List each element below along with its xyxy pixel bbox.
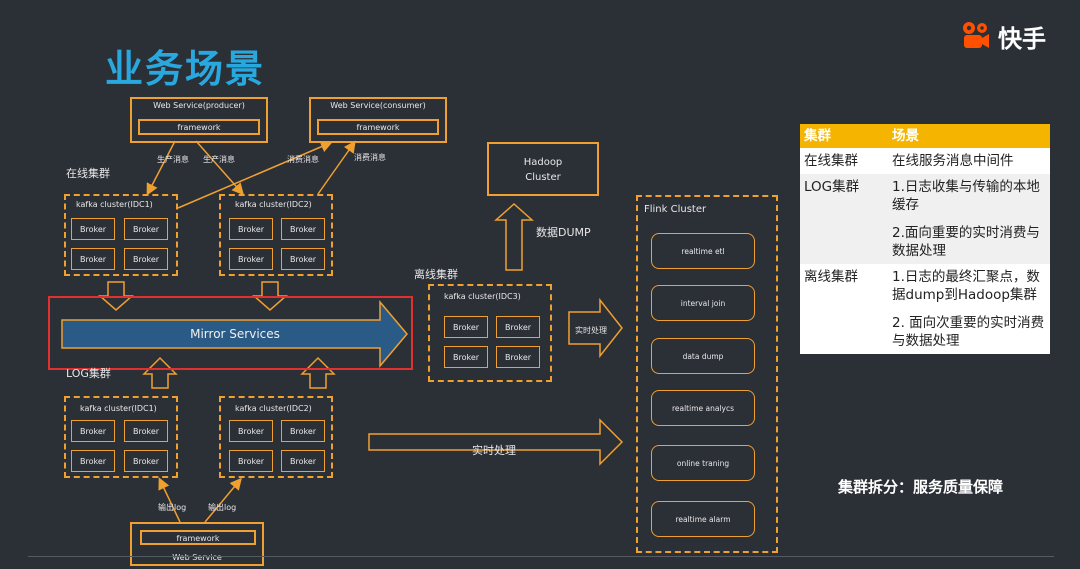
produce-label-2: 生产消息	[203, 155, 235, 164]
kuaishou-logo-icon	[960, 20, 992, 52]
log-cluster-label: LOG集群	[66, 367, 111, 380]
producer-title: Web Service(producer)	[153, 101, 245, 110]
broker: Broker	[281, 218, 325, 240]
broker: Broker	[229, 420, 273, 442]
scene-line: 在线服务消息中间件	[892, 153, 1014, 169]
realtime-big-arrow	[368, 418, 624, 466]
log-idc2-label: kafka cluster(IDC2)	[235, 404, 312, 413]
log-kafka-idc1: kafka cluster(IDC1) Broker Broker Broker…	[64, 396, 178, 478]
mirror-services-box	[48, 296, 413, 370]
table-cell-scene: 在线服务消息中间件	[888, 148, 1050, 174]
bottom-framework-label: framework	[176, 534, 220, 543]
mirror-arrow	[61, 299, 408, 369]
page-title: 业务场景	[105, 47, 266, 91]
flink-item: realtime alarm	[651, 501, 755, 537]
brand-name: 快手	[998, 24, 1046, 53]
arrow-up-2	[300, 356, 336, 389]
dump-arrow	[494, 202, 534, 271]
brand-logo: 快手	[960, 18, 1046, 54]
broker: Broker	[124, 218, 168, 240]
table-row: 离线集群 1.日志的最终汇聚点，数据dump到Hadoop集群 2. 面向次重要…	[800, 264, 1050, 354]
broker: Broker	[71, 248, 115, 270]
scene-line: 2.面向重要的实时消费与数据处理	[892, 225, 1040, 259]
flink-item: realtime analycs	[651, 390, 755, 426]
bottom-web-service-title: Web Service	[172, 553, 222, 562]
broker: Broker	[496, 316, 540, 338]
scene-line: 1.日志收集与传输的本地缓存	[892, 179, 1040, 213]
producer-framework-label: framework	[177, 123, 221, 132]
broker: Broker	[71, 420, 115, 442]
table-cell-scene: 1.日志收集与传输的本地缓存 2.面向重要的实时消费与数据处理	[888, 174, 1050, 264]
offline-kafka-idc3: kafka cluster(IDC3) Broker Broker Broker…	[428, 284, 552, 382]
broker: Broker	[124, 248, 168, 270]
broker: Broker	[71, 450, 115, 472]
broker: Broker	[229, 218, 273, 240]
scene-line: 2. 面向次重要的实时消费与数据处理	[892, 315, 1045, 349]
outlog-label-2: 输出log	[208, 503, 237, 512]
produce-label-1: 生产消息	[157, 155, 189, 164]
web-service-bottom: framework Web Service	[130, 522, 264, 566]
flink-item: realtime etl	[651, 233, 755, 269]
table-row: 在线集群 在线服务消息中间件	[800, 148, 1050, 174]
broker: Broker	[444, 316, 488, 338]
broker: Broker	[229, 248, 273, 270]
dump-label: 数据DUMP	[536, 226, 591, 239]
summary-text: 集群拆分：服务质量保障	[838, 478, 1004, 496]
scenario-table: 集群 场景 在线集群 在线服务消息中间件 LOG集群 1.日志收集与传输的本地缓…	[800, 124, 1050, 354]
broker: Broker	[281, 420, 325, 442]
flink-title: Flink Cluster	[644, 204, 707, 215]
consumer-framework: framework	[317, 119, 439, 135]
flink-item: interval join	[651, 285, 755, 321]
table-header: 场景	[888, 124, 1050, 148]
arrow-up-1	[142, 356, 178, 389]
broker: Broker	[124, 420, 168, 442]
offline-idc3-label: kafka cluster(IDC3)	[444, 292, 521, 301]
consumer-title: Web Service(consumer)	[330, 101, 426, 110]
table-cell-scene: 1.日志的最终汇聚点，数据dump到Hadoop集群 2. 面向次重要的实时消费…	[888, 264, 1050, 354]
consume-label-1: 消费消息	[287, 155, 319, 164]
hadoop-cluster: Hadoop Cluster	[487, 142, 599, 196]
table-cell-cluster: 离线集群	[800, 264, 888, 354]
flink-item: data dump	[651, 338, 755, 374]
broker: Broker	[229, 450, 273, 472]
realtime-small-arrow	[568, 297, 623, 359]
broker: Broker	[281, 450, 325, 472]
offline-cluster-label: 离线集群	[414, 268, 458, 281]
consume-label-2: 消费消息	[354, 153, 386, 162]
producer-framework: framework	[138, 119, 260, 135]
footer-divider	[28, 556, 1054, 557]
mirror-services-label: Mirror Services	[190, 327, 280, 341]
online-kafka-idc1: kafka cluster(IDC1) Broker Broker Broker…	[64, 194, 178, 276]
outlog-label-1: 输出log	[158, 503, 187, 512]
online-idc1-label: kafka cluster(IDC1)	[76, 200, 153, 209]
hadoop-line1: Hadoop	[523, 157, 563, 168]
online-kafka-idc2: kafka cluster(IDC2) Broker Broker Broker…	[219, 194, 333, 276]
table-header: 集群	[800, 124, 888, 148]
online-idc2-label: kafka cluster(IDC2)	[235, 200, 312, 209]
table-row: LOG集群 1.日志收集与传输的本地缓存 2.面向重要的实时消费与数据处理	[800, 174, 1050, 264]
hadoop-line2: Cluster	[525, 172, 561, 183]
realtime-small-label: 实时处理	[575, 326, 607, 335]
consumer-framework-label: framework	[356, 123, 400, 132]
bottom-framework: framework	[140, 530, 256, 545]
table-cell-cluster: LOG集群	[800, 174, 888, 264]
producer-service: Web Service(producer) framework	[130, 97, 268, 143]
flink-item: online traning	[651, 445, 755, 481]
broker: Broker	[71, 218, 115, 240]
broker: Broker	[496, 346, 540, 368]
broker: Broker	[124, 450, 168, 472]
log-idc1-label: kafka cluster(IDC1)	[80, 404, 157, 413]
broker: Broker	[444, 346, 488, 368]
broker: Broker	[281, 248, 325, 270]
consumer-service: Web Service(consumer) framework	[309, 97, 447, 143]
flink-cluster: Flink Cluster	[636, 195, 778, 553]
table-header-row: 集群 场景	[800, 124, 1050, 148]
realtime-big-label: 实时处理	[472, 444, 516, 457]
table-cell-cluster: 在线集群	[800, 148, 888, 174]
online-cluster-label: 在线集群	[66, 167, 110, 180]
scene-line: 1.日志的最终汇聚点，数据dump到Hadoop集群	[892, 269, 1040, 303]
log-kafka-idc2: kafka cluster(IDC2) Broker Broker Broker…	[219, 396, 333, 478]
